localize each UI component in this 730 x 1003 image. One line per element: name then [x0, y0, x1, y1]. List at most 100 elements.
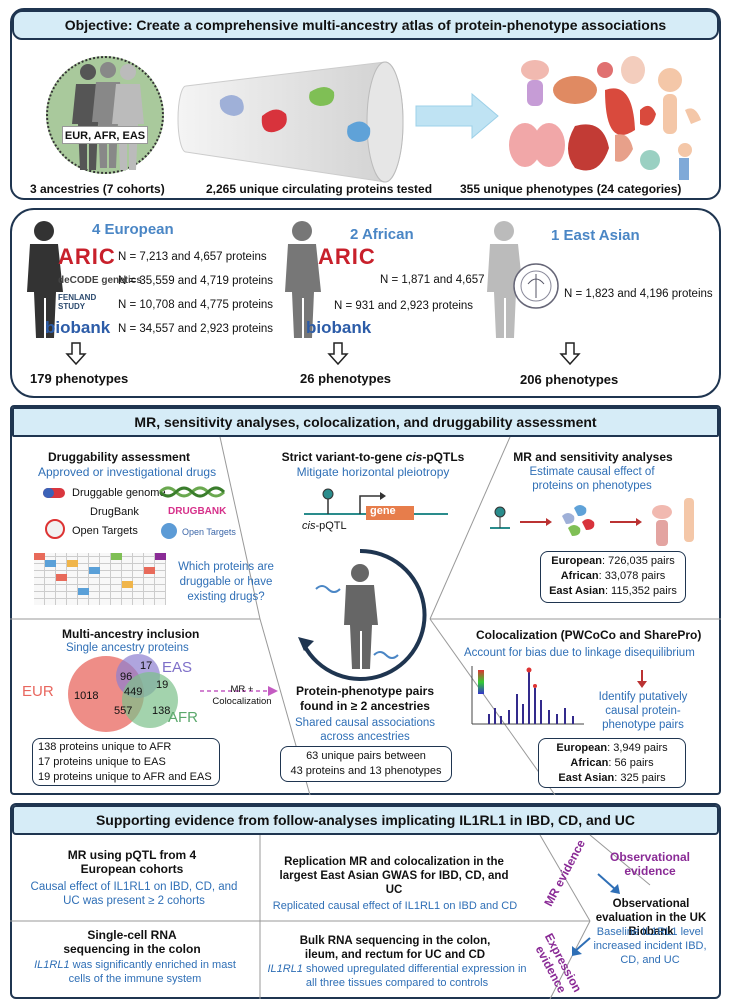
african-phenotypes: 26 phenotypes: [300, 371, 392, 386]
multi-title: Multi-ancestry inclusion: [62, 627, 200, 641]
druggability-heatmap: [34, 553, 166, 605]
aric-logo: ARIC: [58, 244, 116, 269]
druggability-question: Which proteins are druggable or have exi…: [178, 561, 274, 603]
cispqtl-label-rest: -pQTL: [315, 520, 347, 532]
pairs-line1: 63 unique pairs between: [306, 750, 426, 762]
open-targets-label: Open Targets: [72, 525, 138, 537]
coloc-row-european: European: 3,949 pairs: [538, 742, 686, 754]
european-title: 4 European: [92, 221, 174, 238]
african-person-icon: [285, 221, 321, 338]
pairs-subtitle: Shared causal associations across ancest…: [295, 717, 435, 743]
cispqtl-title-em: cis: [405, 450, 423, 464]
multi-notes-box: [32, 738, 220, 786]
druggability-subtitle: Approved or investigational drugs: [38, 465, 217, 479]
mr-sens-label-european: European: [551, 555, 602, 567]
coloc-identify: Identify putatively causal protein-pheno…: [598, 691, 688, 731]
african-biobank-logo: biobank: [306, 318, 372, 337]
biobank-logo: biobank: [45, 318, 111, 337]
university-seal-icon: [513, 263, 559, 309]
african-title: 2 African: [350, 226, 414, 243]
mr-sens-subtitle: Estimate causal effect of proteins on ph…: [529, 466, 655, 492]
venn-eur-only: 1018: [74, 690, 99, 702]
observational-evidence-label: Observational evidence: [609, 850, 691, 878]
african-aric-logo: ARIC: [318, 244, 376, 269]
mr-sens-label-east-asian: East Asian: [549, 585, 605, 597]
cispqtl-title-suffix: -pQTLs: [422, 450, 465, 464]
european-fenland-n: N = 10,708 and 4,775 proteins: [118, 299, 274, 311]
cispqtl-title: Strict variant-to-gene cis-pQTLs: [268, 450, 478, 464]
single-cell-title: Single-cell RNA sequencing in the colon: [63, 928, 201, 956]
mr-coloc-arrow-label: MR + Colocalization: [212, 684, 272, 707]
pill-icon: [43, 488, 65, 498]
venn-eur-afr: 557: [114, 705, 133, 717]
support-panel: [10, 803, 721, 999]
coloc-down-arrow-icon: [637, 670, 647, 688]
venn-all: 449: [124, 686, 143, 698]
center-cycle: [298, 548, 427, 681]
coloc-results-box: [538, 738, 686, 788]
observational-title: Observational evaluation in the UK Bioba…: [595, 898, 707, 938]
coloc-title: Colocalization (PWCoCo and SharePro): [476, 628, 702, 642]
ancestries-label: EUR, AFR, EAS: [62, 126, 148, 144]
cohorts-panel: [10, 208, 721, 398]
cispqtl-label-em: cis: [302, 520, 316, 532]
bulk-title: Bulk RNA sequencing in the colon, ileum,…: [299, 935, 491, 961]
coloc-row-east-asian: East Asian: 325 pairs: [538, 772, 686, 784]
venn-eas-only: 17: [140, 660, 153, 672]
open-targets-logo: Open Targets: [182, 527, 236, 537]
east-asian-down-arrow-icon: [559, 342, 581, 366]
coloc-value-african: : 56 pairs: [608, 757, 654, 769]
open-targets-icon: [161, 523, 177, 539]
drugbank-label: DrugBank: [90, 506, 139, 518]
bulk-body-rest: showed upregulated differential expressi…: [302, 963, 527, 989]
ancestries-count: 3 ancestries (7 cohorts): [30, 182, 165, 196]
drugbank-logo: DRUGBANK: [168, 506, 227, 517]
multi-note-eas: 17 proteins unique to EAS: [38, 756, 166, 768]
coloc-label-european: European: [556, 742, 608, 754]
african-down-arrow-icon: [327, 342, 349, 366]
european-phenotypes: 179 phenotypes: [30, 371, 129, 386]
dna-icon: [158, 486, 226, 498]
observational-arrow-icon: [597, 873, 620, 894]
coloc-label-african: African: [570, 757, 609, 769]
european-down-arrow-icon: [65, 342, 87, 366]
coloc-value-east-asian: : 325 pairs: [614, 772, 666, 784]
east-asian-n: N = 1,823 and 4,196 proteins: [564, 288, 713, 300]
organs-icon: [509, 56, 701, 180]
coloc-row-african: African: 56 pairs: [538, 757, 686, 769]
multi-note-afr-eas: 19 proteins unique to AFR and EAS: [38, 771, 212, 783]
support-title: Supporting evidence from follow-analyses…: [12, 805, 719, 835]
venn-diagram: [68, 654, 178, 732]
mr-pqtl-title: MR using pQTL from 4 European cohorts: [67, 848, 197, 876]
pairs-box: [280, 746, 452, 782]
protein-cone: [177, 61, 404, 183]
european-person-icon: [27, 221, 63, 338]
venn-afr-label: AFR: [168, 709, 198, 726]
cispqtl-title-prefix: Strict variant-to-gene: [281, 450, 406, 464]
mr-sens-results-box: [540, 551, 686, 603]
support-dividers: [10, 834, 651, 1000]
mr-sens-value-african: : 33,078 pairs: [598, 570, 666, 582]
venn-eur-eas: 96: [120, 671, 133, 683]
decode-logo: deCODE genetics: [58, 275, 142, 286]
single-cell-body-em: IL1RL1: [34, 959, 70, 971]
bulk-body: IL1RL1 showed upregulated differential e…: [262, 962, 532, 990]
cispqtl-subtitle: Mitigate horizontal pleiotropy: [296, 465, 450, 479]
multi-note-afr: 138 proteins unique to AFR: [38, 741, 172, 753]
phenotypes-count: 355 unique phenotypes (24 categories): [460, 182, 682, 196]
replication-body: Replicated causal effect of IL1RL1 on IB…: [272, 900, 518, 912]
proteins-count: 2,265 unique circulating proteins tested: [206, 182, 433, 196]
locus-zoom-plot: [471, 666, 584, 725]
cispqtl-label: cis-pQTL: [302, 520, 347, 532]
african-biobank-n: N = 931 and 2,923 proteins: [334, 300, 474, 312]
druggability-title: Druggability assessment: [48, 450, 191, 464]
druggable-genome-label: Druggable genome: [72, 487, 166, 499]
east-asian-phenotypes: 206 phenotypes: [520, 372, 619, 387]
coloc-label-east-asian: East Asian: [558, 772, 615, 784]
mr-sens-row-east-asian: East Asian: 115,352 pairs: [540, 585, 686, 597]
cispqtl-diagram: [304, 488, 448, 520]
mr-sens-title: MR and sensitivity analyses: [513, 450, 673, 464]
multi-subtitle: Single ancestry proteins: [66, 642, 189, 654]
single-cell-body-rest: was significantly enriched in mast cells…: [68, 959, 236, 985]
east-asian-title: 1 East Asian: [551, 227, 640, 244]
